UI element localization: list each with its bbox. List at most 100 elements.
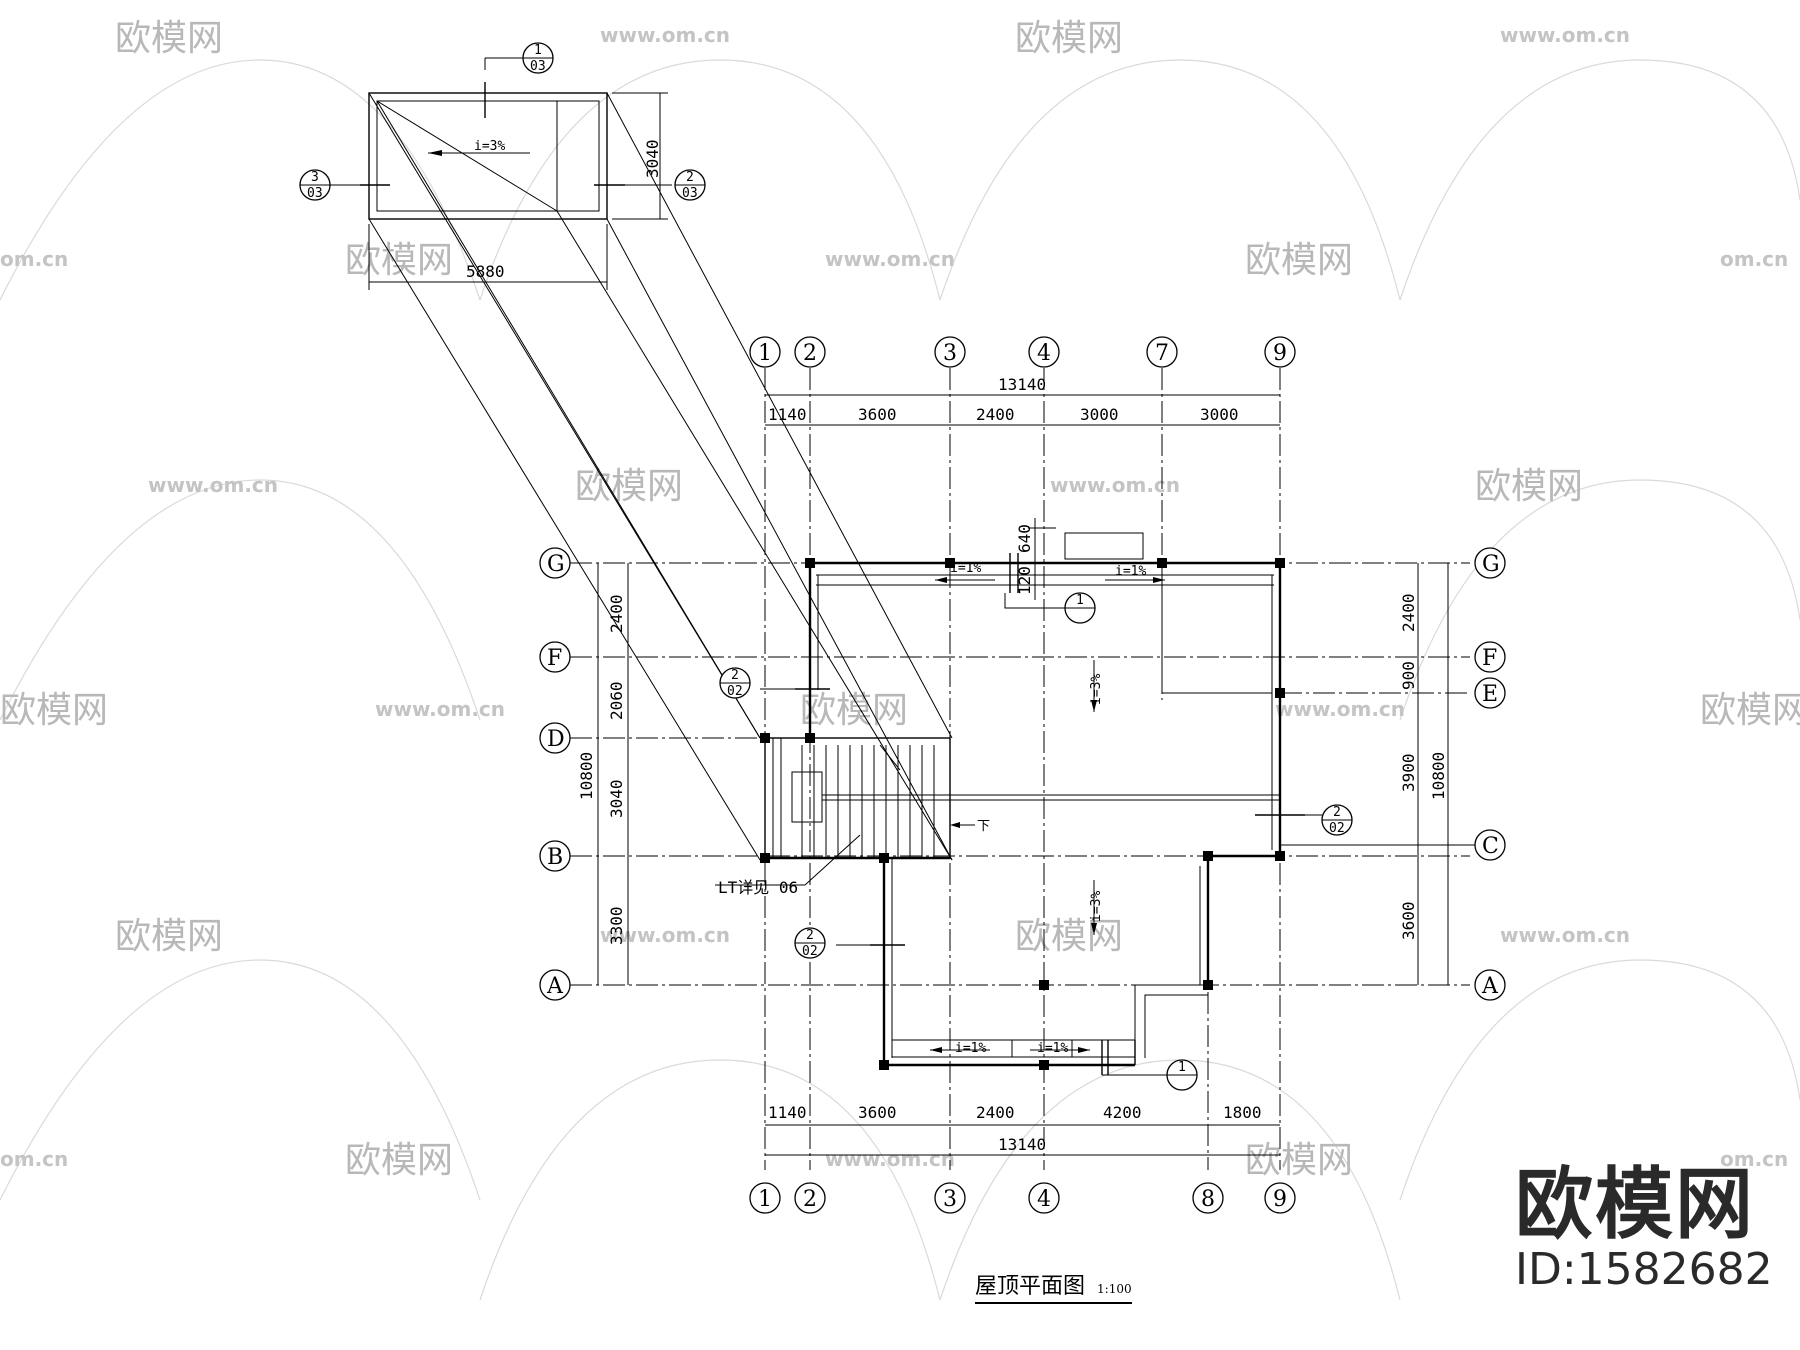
- watermark-logo: 欧模网: [115, 18, 223, 59]
- axis-label: F: [1482, 646, 1497, 671]
- axis-label: 7: [1155, 341, 1169, 366]
- watermark-logos: 欧模网 欧模网 欧模网 欧模网 欧模网 欧模网 欧模网 欧模网 欧模网 欧模网 …: [0, 18, 1800, 1181]
- watermark-url: om.cn: [1720, 1147, 1788, 1171]
- watermark-urls: www.om.cn www.om.cn om.cn www.om.cn om.c…: [0, 23, 1788, 1171]
- axis-label: G: [1482, 552, 1500, 577]
- svg-text:02: 02: [1329, 821, 1345, 836]
- dim-left-total: 10800: [577, 752, 596, 800]
- projection-lines: [368, 92, 953, 861]
- svg-text:03: 03: [530, 59, 546, 74]
- dim-top-span: 3000: [1200, 405, 1239, 424]
- watermark-url: www.om.cn: [148, 473, 278, 497]
- svg-text:2: 2: [1333, 805, 1341, 820]
- svg-text:03: 03: [307, 186, 323, 201]
- axis-label: A: [546, 974, 564, 999]
- stair-down-label: 下: [977, 819, 990, 834]
- section-mark: 2 02: [719, 667, 751, 699]
- svg-text:02: 02: [802, 944, 818, 959]
- watermark-logo: 欧模网: [1245, 240, 1353, 281]
- brand-watermark: 欧模网 ID:1582682: [1515, 1160, 1773, 1295]
- section-mark: 3 03: [299, 169, 331, 201]
- dim-top-span: 3000: [1080, 405, 1119, 424]
- dimension-right: 2400 900 3900 3600 10800: [1399, 563, 1449, 985]
- dim-top-total: 13140: [998, 375, 1046, 394]
- watermark-logo: 欧模网: [575, 466, 683, 507]
- axis-label: B: [547, 845, 563, 870]
- section-mark: 1 03: [522, 42, 554, 74]
- stair-treads: [801, 744, 935, 858]
- watermark-logo: 欧模网: [1015, 18, 1123, 59]
- axis-label: A: [1481, 974, 1499, 999]
- watermark-url: www.om.cn: [1050, 473, 1180, 497]
- dim-bottom-span: 1140: [768, 1103, 807, 1122]
- roof-detail-height: 3040: [643, 139, 662, 178]
- brand-id: ID:1582682: [1515, 1244, 1773, 1295]
- watermark-url: www.om.cn: [825, 247, 955, 271]
- slope-label: i=1%: [1115, 564, 1146, 579]
- dim-right-span: 3900: [1399, 753, 1418, 792]
- dim-bottom-span: 1800: [1223, 1103, 1262, 1122]
- axis-label: 3: [943, 341, 957, 366]
- dimension-left: 2400 2060 3040 3300 10800: [577, 563, 629, 985]
- dimension-top: 13140 1140 3600 2400 3000 3000: [765, 375, 1280, 426]
- dim-bottom-total: 13140: [998, 1135, 1046, 1154]
- svg-text:02: 02: [727, 684, 743, 699]
- dim-top-span: 3600: [858, 405, 897, 424]
- dim-bottom-span: 3600: [858, 1103, 897, 1122]
- section-mark: 1: [1064, 592, 1096, 624]
- axis-label: F: [547, 646, 562, 671]
- columns: [760, 558, 1285, 1070]
- dim-left-span: 2400: [607, 594, 626, 633]
- watermark-url: www.om.cn: [600, 23, 730, 47]
- axis-bubbles-right: G F E C A: [1474, 547, 1506, 1001]
- section-mark: 2 02: [794, 927, 826, 959]
- dim-left-span: 2060: [607, 681, 626, 720]
- roof-detail-slope: i=3%: [474, 139, 505, 154]
- watermark-arcs: [0, 59, 1800, 1301]
- axis-bubbles-bottom: 1 2 3 4 8 9: [749, 1182, 1296, 1214]
- section-index-marks: 1 03 3 03 2 03 1 2 02 2 02: [299, 42, 1353, 1091]
- watermark-logo: 欧模网: [115, 916, 223, 957]
- svg-text:03: 03: [682, 186, 698, 201]
- section-mark: 2 03: [674, 169, 706, 201]
- dim-bottom-span: 2400: [976, 1103, 1015, 1122]
- svg-text:1: 1: [1178, 1060, 1186, 1075]
- axis-label: G: [547, 552, 565, 577]
- axis-label: 3: [943, 1187, 957, 1212]
- slope-label: i=3%: [1089, 674, 1104, 705]
- svg-text:3: 3: [311, 170, 319, 185]
- slope-label: i=1%: [955, 1041, 986, 1056]
- slope-arrows: i=1% i=1% i=3% i=3% i=1% i=1%: [930, 561, 1165, 1056]
- axis-label: 2: [803, 341, 817, 366]
- watermark-logo: 欧模网: [345, 1140, 453, 1181]
- watermark-logo: 欧模网: [800, 690, 908, 731]
- svg-text:1: 1: [1076, 593, 1084, 608]
- watermark-url: www.om.cn: [600, 923, 730, 947]
- svg-text:1: 1: [534, 43, 542, 58]
- section-mark: 2 02: [1321, 804, 1353, 836]
- watermark-url: www.om.cn: [1275, 697, 1405, 721]
- parapet-dims: 640 120: [1015, 518, 1144, 600]
- axis-bubbles-top: 1 2 3 4 7 9: [749, 336, 1296, 368]
- svg-text:2: 2: [731, 668, 739, 683]
- watermark-url: www.om.cn: [1500, 923, 1630, 947]
- watermark-logo: 欧模网: [1015, 916, 1123, 957]
- dim-bottom-span: 4200: [1103, 1103, 1142, 1122]
- axis-label: 4: [1037, 341, 1051, 366]
- parapet-dim: 640: [1015, 524, 1034, 553]
- section-mark: 1: [1166, 1059, 1198, 1091]
- dim-right-span: 3600: [1399, 901, 1418, 940]
- axis-label: E: [1482, 682, 1498, 707]
- slope-label: i=3%: [1089, 891, 1104, 922]
- watermark-logo: 欧模网: [1245, 1140, 1353, 1181]
- axis-label: C: [1482, 834, 1499, 859]
- svg-text:2: 2: [686, 170, 694, 185]
- dim-top-span: 2400: [976, 405, 1015, 424]
- brand-logo: 欧模网: [1515, 1160, 1756, 1250]
- watermark-logo: 欧模网: [1700, 690, 1800, 731]
- section-cuts: [715, 553, 1322, 1076]
- axis-label: 1: [758, 341, 772, 366]
- watermark-url: www.om.cn: [375, 697, 505, 721]
- roof-detail-box: 3040 5880 i=3%: [330, 57, 672, 290]
